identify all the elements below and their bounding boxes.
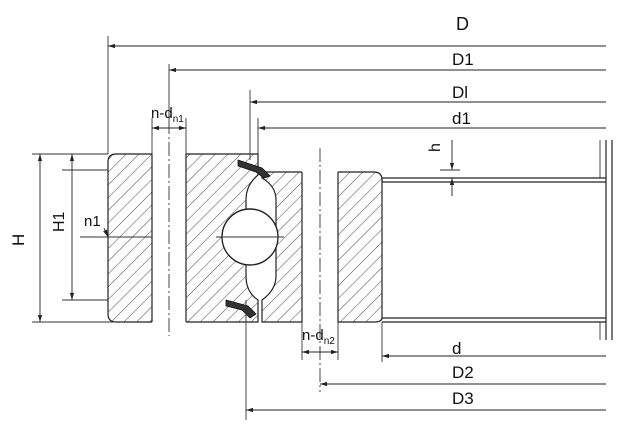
label-D: D <box>456 14 469 34</box>
outer-bolt-hole <box>151 120 187 336</box>
label-nd2: n-dn2 <box>302 327 335 347</box>
dimension-n1 <box>80 227 152 238</box>
dimension-d1 <box>257 118 606 154</box>
dimension-nd1 <box>151 118 187 154</box>
label-nd1: n-dn1 <box>151 105 184 125</box>
dimension-D1 <box>168 64 606 120</box>
label-Dl: Dl <box>452 83 468 102</box>
label-D2: D2 <box>452 363 474 382</box>
label-d: d <box>452 339 461 358</box>
rolling-ball <box>216 208 284 266</box>
label-D1: D1 <box>452 50 474 69</box>
label-D3: D3 <box>452 389 474 408</box>
dimension-h <box>440 140 460 196</box>
bottom-seal <box>225 299 257 319</box>
label-H: H <box>9 234 28 246</box>
dimension-Dl <box>249 90 606 160</box>
dimension-d <box>381 322 606 362</box>
dimension-nd2 <box>301 322 339 360</box>
label-H1: H1 <box>51 211 68 232</box>
reference-lines <box>32 153 116 323</box>
housing-plate <box>382 140 613 340</box>
label-d1: d1 <box>452 109 471 128</box>
inner-bolt-hole <box>301 148 339 392</box>
dimension-D <box>107 36 606 154</box>
top-seal <box>237 159 271 179</box>
dimension-D3 <box>245 300 606 420</box>
label-h: h <box>427 143 444 152</box>
label-n1: n1 <box>84 213 101 230</box>
